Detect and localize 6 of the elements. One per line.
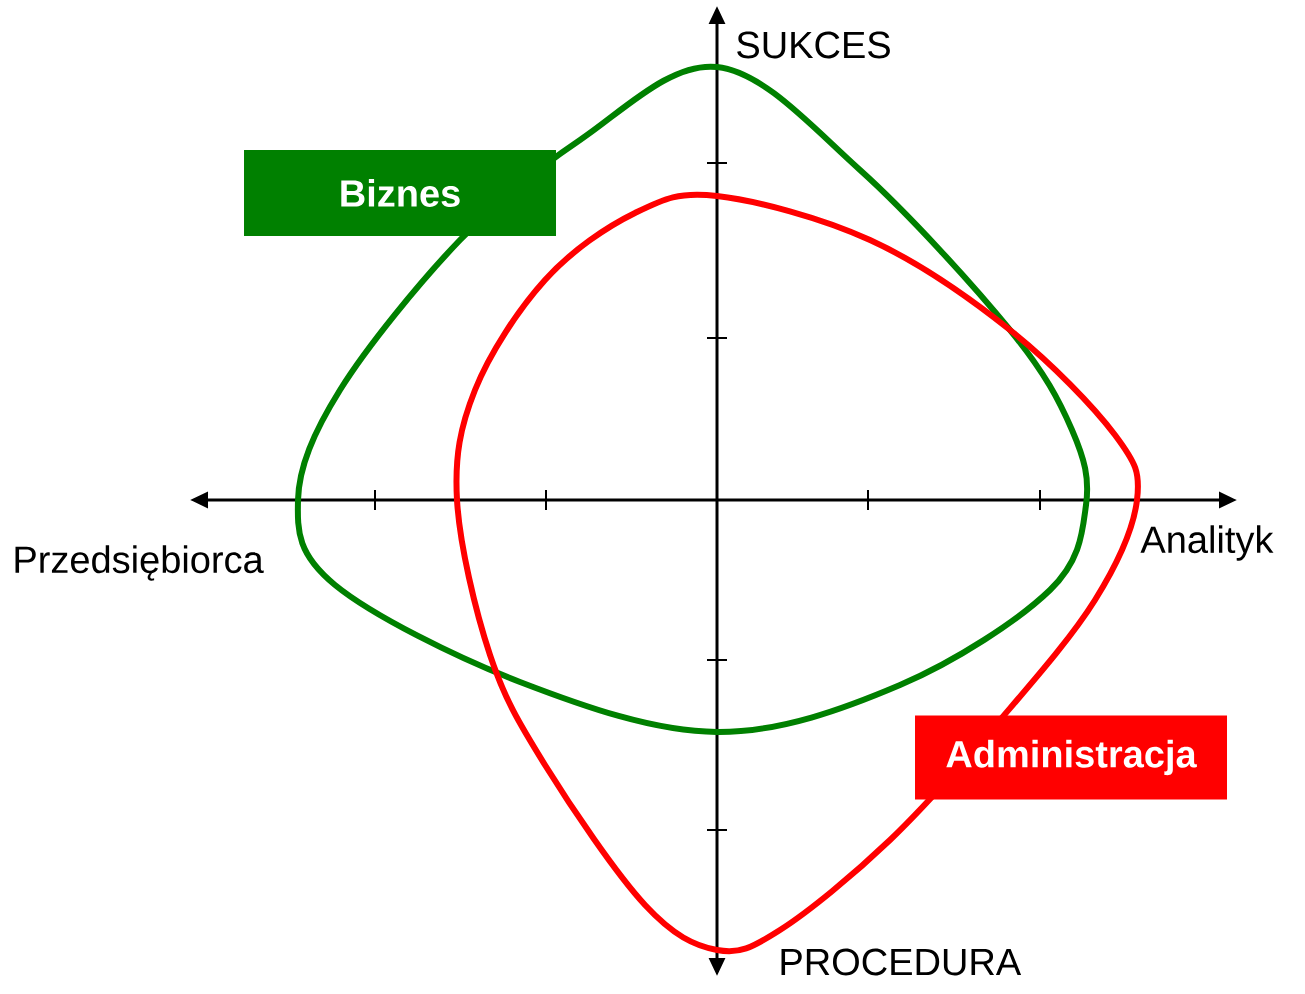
label-box: Biznes [244, 150, 556, 236]
axis-label: Analityk [1140, 525, 1274, 561]
axis-label: Przedsiębiorca [15, 545, 264, 581]
axis-label: PROCEDURA [781, 948, 1022, 976]
label-box: Administracja [915, 715, 1227, 800]
axis-label: SUKCES [737, 31, 890, 59]
